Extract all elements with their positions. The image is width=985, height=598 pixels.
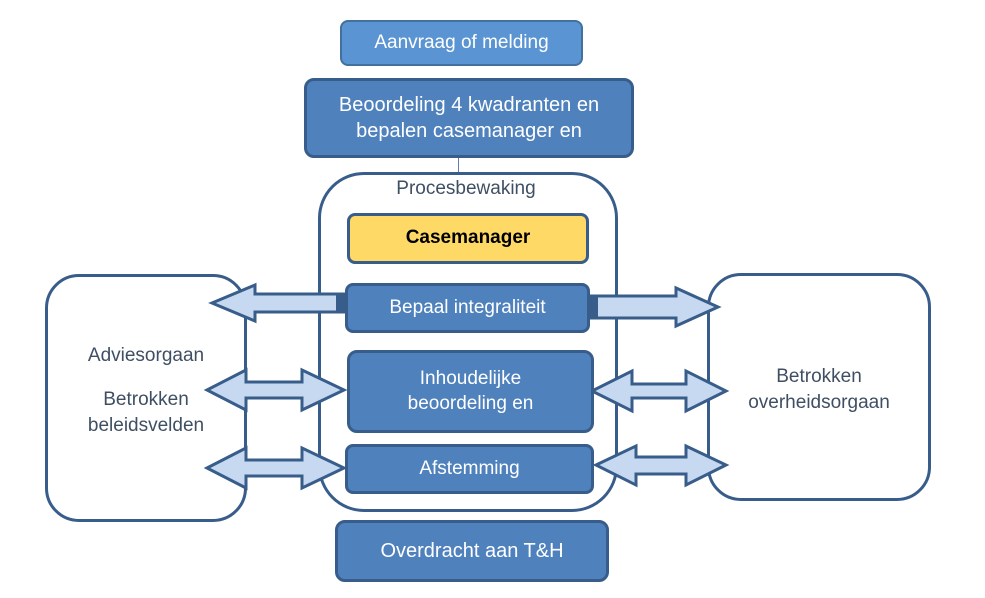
assessment-box: Beoordeling 4 kwadranten en bepalen case… xyxy=(304,78,634,158)
integrality-label: Bepaal integraliteit xyxy=(389,296,546,318)
assessment-label: Beoordeling 4 kwadranten en bepalen case… xyxy=(338,94,600,142)
request-label: Aanvraag of melding xyxy=(374,31,549,53)
coordination-label: Afstemming xyxy=(419,457,520,479)
left-party-title: Adviesorgaan xyxy=(87,345,205,366)
arrow-integrality-left xyxy=(208,282,350,324)
process-monitoring-label: Procesbewaking xyxy=(396,178,536,199)
arrow-coordination-right xyxy=(592,443,730,488)
content-review-box: Inhoudelijke beoordeling en xyxy=(347,350,594,433)
connector-line xyxy=(458,157,459,175)
casemanager-box: Casemanager xyxy=(347,213,589,264)
right-party-lines: Betrokken overheidsorgaan xyxy=(748,366,890,413)
left-party-box: Adviesorgaan Betrokken beleidsvelden xyxy=(45,274,247,522)
integrality-box: Bepaal integraliteit xyxy=(345,283,590,333)
handover-label: Overdracht aan T&H xyxy=(380,540,564,562)
casemanager-label: Casemanager xyxy=(405,227,531,249)
coordination-box: Afstemming xyxy=(345,444,594,494)
arrow-content-right xyxy=(588,368,730,414)
handover-box: Overdracht aan T&H xyxy=(335,520,609,582)
left-party-lines: Betrokken beleidsvelden xyxy=(87,389,205,436)
arrow-content-left xyxy=(203,367,348,413)
arrow-coordination-left xyxy=(203,445,348,491)
content-review-label: Inhoudelijke beoordeling en xyxy=(407,367,534,414)
request-box: Aanvraag of melding xyxy=(340,20,583,66)
arrow-integrality-right xyxy=(584,285,722,329)
